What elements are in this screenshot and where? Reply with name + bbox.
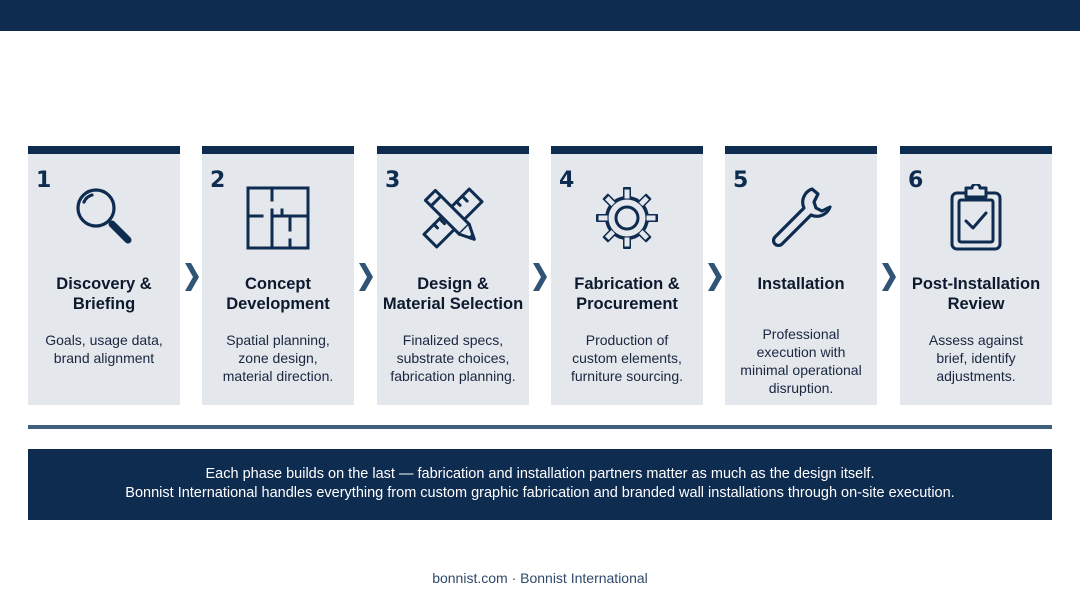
footer-text: bonnist.com · Bonnist International	[432, 570, 648, 586]
step-title: Fabrication & Procurement	[551, 274, 703, 314]
step-title-line: Briefing	[72, 295, 136, 313]
chevron-right-icon	[357, 263, 373, 291]
step-desc-line: Assess against	[928, 332, 1024, 348]
step-number: 2	[210, 168, 226, 193]
step-description: Professional execution with minimal oper…	[729, 325, 873, 397]
step-card-3: 3 Design & Material Selection Finali	[377, 146, 529, 405]
step-desc-line: brief, identify	[936, 350, 1016, 366]
step-title-line: Discovery &	[56, 275, 152, 293]
step-card-5: 5 Installation Professional execution wi…	[725, 146, 877, 405]
step-desc-line: furniture sourcing.	[570, 368, 684, 384]
step-title: Concept Development	[202, 274, 354, 314]
pencil-ruler-icon	[419, 184, 487, 252]
step-description: Spatial planning, zone design, material …	[206, 331, 350, 385]
step-title-line: Material Selection	[382, 295, 524, 313]
step-desc-line: fabrication planning.	[390, 368, 516, 384]
step-description: Production of custom elements, furniture…	[555, 331, 699, 385]
step-desc-line: material direction.	[222, 368, 334, 384]
clipboard-check-icon	[942, 184, 1010, 252]
step-number: 1	[36, 168, 52, 193]
floor-plan-icon	[244, 184, 312, 252]
wrench-icon	[767, 184, 835, 252]
step-title-line: Concept	[245, 275, 311, 293]
step-description: Finalized specs, substrate choices, fabr…	[381, 331, 525, 385]
step-number: 3	[385, 168, 401, 193]
step-desc-line: disruption.	[768, 380, 834, 396]
step-card-2: 2 Concept Development Spatial planning, …	[202, 146, 354, 405]
step-desc-line: minimal operational	[740, 362, 862, 378]
step-desc-line: Spatial planning,	[226, 332, 330, 348]
step-desc-line: custom elements,	[572, 350, 682, 366]
banner-line: Each phase builds on the last — fabricat…	[205, 466, 875, 482]
step-number: 6	[908, 168, 924, 193]
section-divider	[28, 425, 1052, 429]
top-bar	[0, 0, 1080, 31]
step-description: Assess against brief, identify adjustmen…	[904, 331, 1048, 385]
chevron-right-icon	[531, 263, 547, 291]
banner-line: Bonnist International handles everything…	[125, 485, 955, 501]
step-desc-line: execution with	[756, 344, 846, 360]
step-number: 5	[733, 168, 749, 193]
step-title-line: Post-Installation	[911, 275, 1041, 293]
chevron-right-icon	[183, 263, 199, 291]
step-desc-line: zone design,	[238, 350, 318, 366]
step-card-4: 4	[551, 146, 703, 405]
step-title-line: Design &	[417, 275, 489, 293]
chevron-right-icon	[706, 263, 722, 291]
step-title: Design & Material Selection	[377, 274, 529, 314]
step-desc-line: brand alignment	[53, 350, 155, 366]
step-title: Installation	[725, 274, 877, 294]
summary-banner: Each phase builds on the last — fabricat…	[28, 449, 1052, 520]
step-desc-line: adjustments.	[936, 368, 1016, 384]
step-title-line: Review	[947, 295, 1005, 313]
step-desc-line: Finalized specs,	[402, 332, 504, 348]
step-number: 4	[559, 168, 575, 193]
step-title: Discovery & Briefing	[28, 274, 180, 314]
step-desc-line: Production of	[585, 332, 669, 348]
step-desc-line: Goals, usage data,	[45, 332, 163, 348]
step-title-line: Fabrication &	[574, 275, 680, 293]
step-card-1: 1 Discovery & Briefing Goals, usage data…	[28, 146, 180, 405]
step-description: Goals, usage data, brand alignment	[32, 331, 176, 367]
step-title: Post-Installation Review	[900, 274, 1052, 314]
step-desc-line: substrate choices,	[396, 350, 510, 366]
step-title-line: Procurement	[576, 295, 678, 313]
step-desc-line: Professional	[762, 326, 840, 342]
step-title-line: Development	[226, 295, 330, 313]
chevron-right-icon	[880, 263, 896, 291]
step-title-line: Installation	[757, 275, 845, 293]
magnifier-icon	[70, 184, 138, 252]
step-card-6: 6 Post-Installation Review Assess agains…	[900, 146, 1052, 405]
gear-icon	[593, 184, 661, 252]
